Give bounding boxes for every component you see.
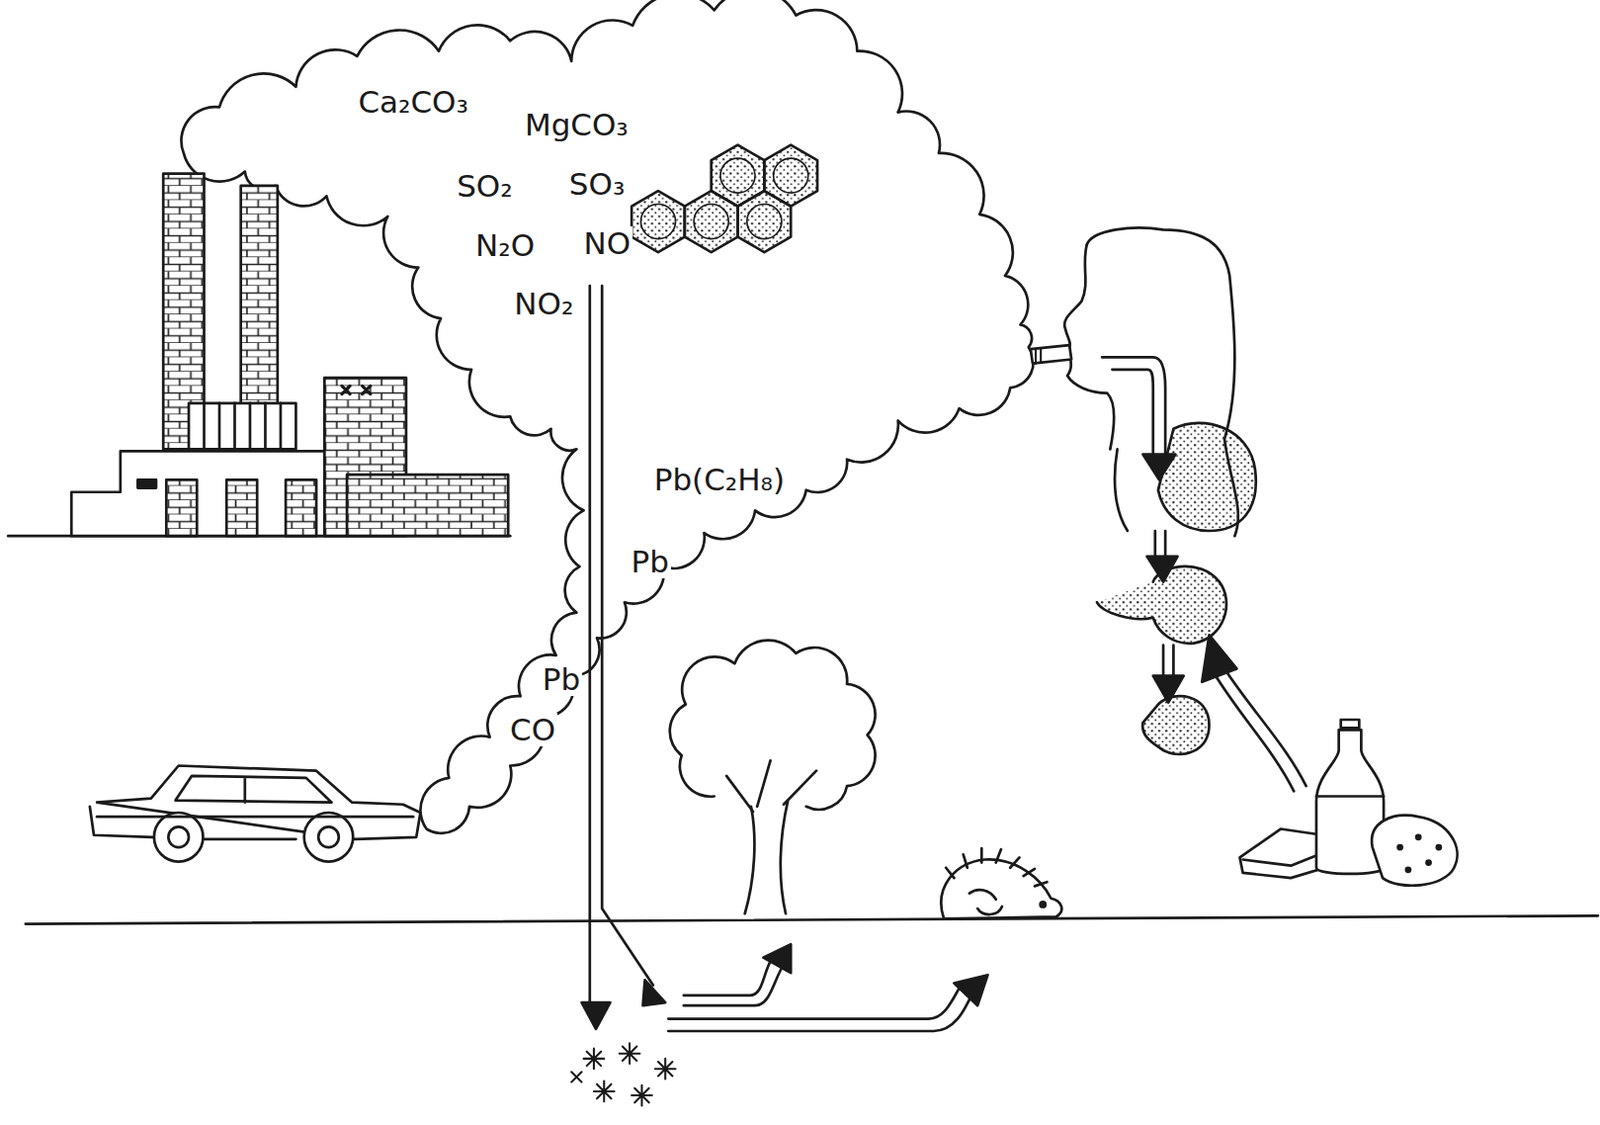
chemical-label: SO₃ [567, 167, 628, 201]
chemical-label: Ca₂CO₃ [355, 84, 471, 119]
ring-inner [693, 204, 729, 240]
chemical-label: NO [582, 226, 634, 260]
soil-particles [571, 1042, 675, 1105]
hedgehog [940, 847, 1062, 919]
tree [670, 640, 876, 915]
factory [71, 173, 508, 537]
ring-inner [640, 204, 675, 240]
chemical-label: MgCO₃ [522, 107, 631, 142]
ring-inner [747, 204, 782, 240]
chemical-label: NO₂ [511, 286, 576, 321]
car [89, 765, 422, 862]
chemical-label: N₂O [473, 228, 537, 262]
benzene-ring [684, 190, 739, 253]
benzopyrene-rings [631, 145, 818, 253]
ring-inner [773, 158, 809, 193]
benzene-ring [738, 190, 792, 253]
food [1240, 719, 1458, 886]
person [1030, 227, 1307, 791]
ring-inner [720, 158, 756, 193]
chemical-label: Pb [629, 544, 672, 579]
benzene-ring [631, 190, 685, 253]
ground-line [25, 915, 1599, 924]
chemical-label: SO₂ [454, 168, 515, 203]
chemical-label: Pb [540, 662, 583, 696]
fallout-arrow [582, 285, 989, 1031]
chemical-label: CO [507, 712, 558, 747]
smoke-cloud [180, 0, 1033, 834]
chemical-label: Pb(C₂H₈) [652, 462, 787, 497]
